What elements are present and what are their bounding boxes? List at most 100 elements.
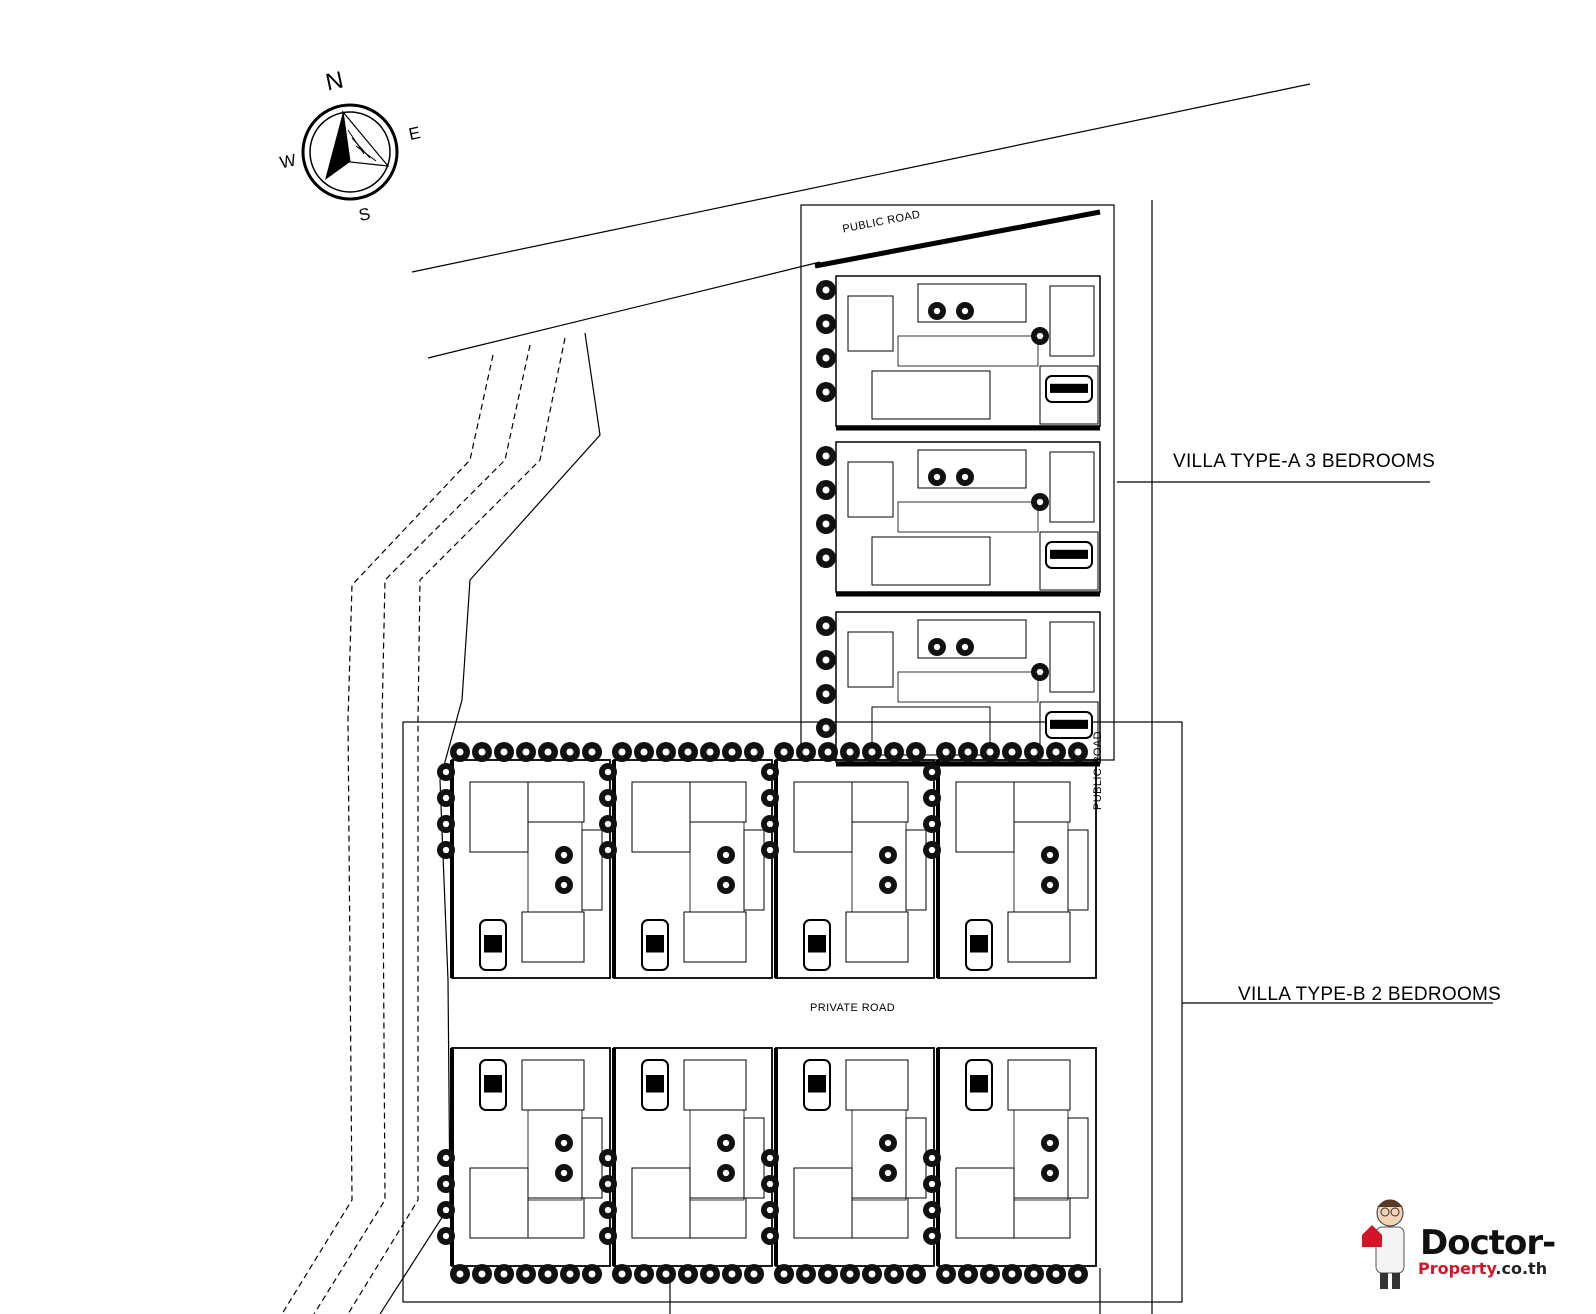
tree-center-icon	[560, 851, 568, 859]
bedroom-1	[689, 781, 747, 823]
tree-center-icon	[822, 452, 830, 460]
tree-center-icon	[500, 748, 508, 756]
tree-center-icon	[928, 846, 936, 854]
tree-center-icon	[1052, 1270, 1060, 1278]
tree-center-icon	[1036, 332, 1044, 340]
tree-center-icon	[1074, 748, 1082, 756]
tree-center-icon	[604, 1232, 612, 1240]
tree-center-icon	[544, 1270, 552, 1278]
villa-a-unit	[816, 275, 1101, 431]
tree-center-icon	[884, 851, 892, 859]
tree-center-icon	[824, 748, 832, 756]
villa-a-unit	[816, 441, 1101, 597]
tree-center-icon	[618, 1270, 626, 1278]
tree-center-icon	[662, 1270, 670, 1278]
tree-center-icon	[942, 748, 950, 756]
car-window-icon	[808, 1075, 826, 1093]
compass-inner-ring	[309, 111, 391, 193]
bedroom-2	[683, 1059, 747, 1111]
tree-center-icon	[442, 794, 450, 802]
tree-center-icon	[766, 1154, 774, 1162]
tree-center-icon	[640, 1270, 648, 1278]
pool-deck	[851, 821, 907, 913]
tree-center-icon	[766, 1232, 774, 1240]
villa-b-unit-outline	[775, 1047, 935, 1267]
villa-b-site-outline	[402, 721, 1183, 1303]
tree-center-icon	[442, 1180, 450, 1188]
living-dining-area	[469, 1167, 529, 1239]
tree-center-icon	[478, 748, 486, 756]
tree-center-icon	[964, 748, 972, 756]
tree-center-icon	[822, 286, 830, 294]
bedroom-1	[1013, 1197, 1071, 1239]
logo-domain-text: Property.co.th	[1418, 1259, 1547, 1278]
tree-center-icon	[640, 748, 648, 756]
tree-center-icon	[1008, 1270, 1016, 1278]
compass-outer-ring	[301, 103, 399, 201]
tree-center-icon	[684, 748, 692, 756]
dashed-access-line-3	[347, 337, 566, 1314]
tree-center-icon	[544, 748, 552, 756]
car-window-icon	[1050, 549, 1088, 559]
villa-b-unit-outline	[937, 1047, 1097, 1267]
tree-center-icon	[846, 748, 854, 756]
tree-center-icon	[890, 748, 898, 756]
bedroom-2	[845, 1059, 909, 1111]
parking-bay	[1039, 531, 1099, 591]
tree-center-icon	[942, 1270, 950, 1278]
car-window-icon	[646, 935, 664, 953]
villa-b-unit	[923, 742, 1097, 979]
tree-center-icon	[566, 1270, 574, 1278]
villa-b-unit-outline	[451, 759, 611, 979]
tree-center-icon	[822, 724, 830, 732]
bedroom-2	[1007, 911, 1071, 963]
car-window-icon	[970, 1075, 988, 1093]
pool-deck	[689, 821, 745, 913]
private-road-label: PRIVATE ROAD	[810, 1002, 896, 1014]
villa-b-unit	[599, 742, 773, 979]
car-window-icon	[970, 935, 988, 953]
bedroom-1	[847, 295, 894, 352]
tree-center-icon	[566, 748, 574, 756]
tree-center-icon	[442, 1154, 450, 1162]
tree-center-icon	[604, 1154, 612, 1162]
pool-deck	[897, 671, 1039, 703]
living-dining-area	[631, 1167, 691, 1239]
villa-b-unit-outline	[775, 759, 935, 979]
tree-center-icon	[884, 881, 892, 889]
living-dining-area	[955, 1167, 1015, 1239]
tree-center-icon	[928, 820, 936, 828]
bedroom-2	[845, 911, 909, 963]
tree-center-icon	[766, 794, 774, 802]
villa-a-road-wall	[814, 209, 1101, 269]
villa-b-unit	[437, 742, 611, 979]
public-road-edge-upper	[411, 83, 1311, 273]
bedroom-1	[1013, 781, 1071, 823]
pool-deck	[527, 821, 583, 913]
tree-center-icon	[1074, 1270, 1082, 1278]
villa-b-unit-outline	[613, 759, 773, 979]
logo-domain-brand: Property	[1418, 1259, 1496, 1278]
bedroom-2	[1049, 451, 1095, 523]
bedroom-2	[1049, 285, 1095, 357]
dashed-access-line-2	[313, 344, 531, 1314]
tree-center-icon	[1046, 1139, 1054, 1147]
villa-a-unit	[816, 611, 1101, 767]
logo-domain-tld: .co.th	[1495, 1259, 1548, 1278]
tree-center-icon	[1030, 1270, 1038, 1278]
logo-main-text: Doctor-	[1420, 1223, 1556, 1263]
tree-center-icon	[442, 846, 450, 854]
bedroom-2	[1049, 621, 1095, 693]
swimming-pool	[917, 283, 1027, 323]
villa-b-unit-outline	[613, 1047, 773, 1267]
car-window-icon	[646, 1075, 664, 1093]
villa-b-units	[437, 742, 1097, 1284]
tree-center-icon	[986, 1270, 994, 1278]
tree-center-icon	[684, 1270, 692, 1278]
tree-center-icon	[961, 473, 969, 481]
tree-center-icon	[522, 1270, 530, 1278]
bedroom-1	[851, 781, 909, 823]
tree-center-icon	[766, 820, 774, 828]
public-road-label-side: PUBLIC ROAD	[1092, 731, 1104, 810]
